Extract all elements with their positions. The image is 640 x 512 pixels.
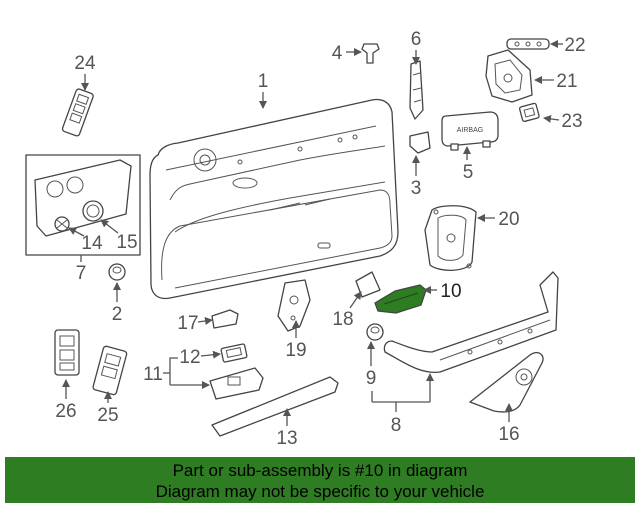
part-13-trim-strip [211,376,339,437]
callout-8[interactable]: 8 [391,415,402,436]
part-26-switch-panel [54,329,80,376]
callout-3[interactable]: 3 [411,178,422,199]
callout-4[interactable]: 4 [332,43,343,64]
part-11-switch-assembly [209,367,264,400]
part-19-bracket [277,279,311,332]
part-21-bracket [485,49,533,103]
callout-16[interactable]: 16 [498,424,519,445]
part-2-clip [108,263,126,281]
exploded-parts-diagram: AIRBAG [25,29,586,449]
callout-26[interactable]: 26 [55,401,76,422]
callout-12[interactable]: 12 [179,347,200,368]
highlight-notice-banner: Part or sub-assembly is #10 in diagram D… [5,457,635,503]
part-8-molding [383,271,559,373]
part-17-clip [211,309,239,329]
callout-7[interactable]: 7 [76,263,87,284]
callout-17[interactable]: 17 [177,313,198,334]
callout-1[interactable]: 1 [258,71,269,92]
callout-10[interactable]: 10 [440,281,461,302]
part-10-handle-highlighted [374,284,427,314]
callout-25[interactable]: 25 [97,405,118,426]
banner-line-disclaimer: Diagram may not be specific to your vehi… [155,482,485,501]
part-15-ring [82,200,104,222]
callout-18[interactable]: 18 [332,309,353,330]
callout-14[interactable]: 14 [81,233,103,254]
callout-13[interactable]: 13 [276,428,297,449]
callout-15[interactable]: 15 [116,232,137,253]
callout-20[interactable]: 20 [498,209,519,230]
part-12-switch [220,343,248,363]
callout-22[interactable]: 22 [564,35,585,56]
part-23-switch [519,102,540,123]
callout-5[interactable]: 5 [463,162,474,183]
part-16-speaker-grille [469,351,544,413]
part-22-plate [506,38,550,50]
part-7-assembly-box [25,154,141,256]
part-1-door-trim-panel [149,98,399,300]
banner-line-part-number: Part or sub-assembly is #10 in diagram [172,461,468,480]
callout-21[interactable]: 21 [556,71,577,92]
airbag-text: AIRBAG [457,127,483,134]
part-4-clip [361,43,380,64]
callout-labels: 1 2 3 4 5 6 7 8 9 10 11 12 13 14 15 16 1… [55,29,585,449]
part-9-cap [366,323,384,341]
part-3-clip [409,131,431,154]
callout-24[interactable]: 24 [74,53,96,74]
callout-2[interactable]: 2 [112,304,123,325]
part-6-trim-strip [409,60,424,120]
part-20-carrier [424,205,477,271]
callout-23[interactable]: 23 [561,111,582,132]
callout-6[interactable]: 6 [411,29,422,50]
leader-lines [62,40,563,426]
part-24-switch-panel [61,88,94,137]
callout-19[interactable]: 19 [285,340,306,361]
part-25-switch-panel [92,345,128,396]
callout-11[interactable]: 11 [143,364,163,385]
part-5-airbag-label: AIRBAG [441,111,499,151]
callout-9[interactable]: 9 [366,368,377,389]
